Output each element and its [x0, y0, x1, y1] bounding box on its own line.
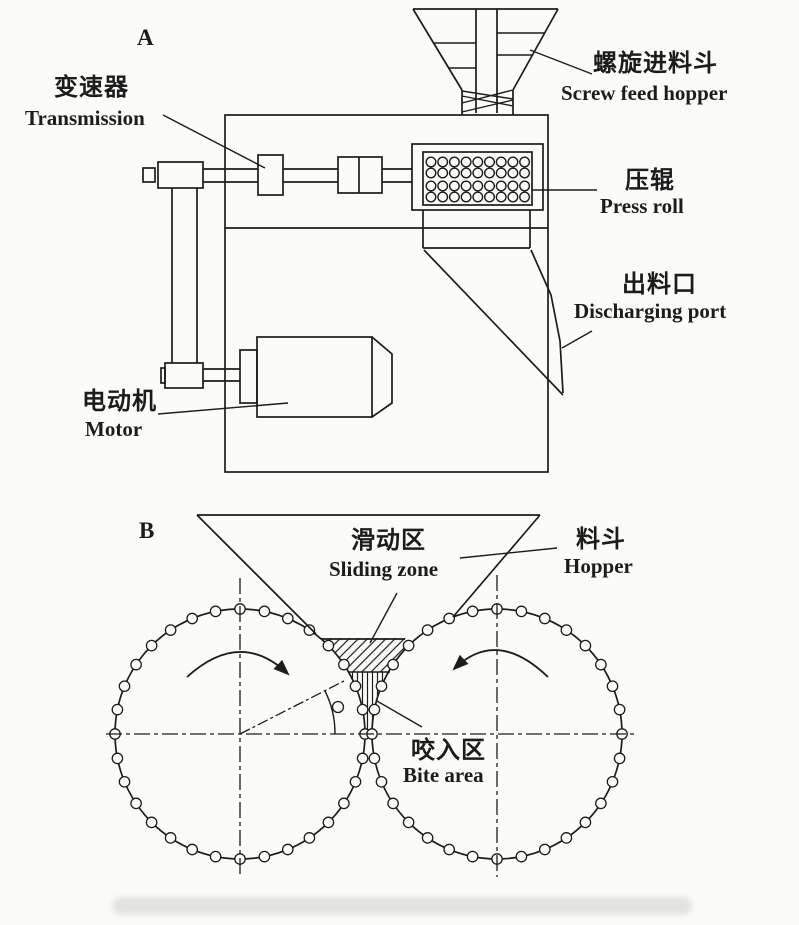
sliding-zone-leader [369, 592, 398, 644]
discharging-chute [423, 249, 564, 396]
screw-feed-hopper-shape [412, 8, 559, 115]
drive-belt [171, 188, 198, 363]
hopper-leader [459, 547, 558, 559]
motor-fan-cover [371, 336, 393, 418]
figure-b-roll-nip-schematic [106, 514, 636, 877]
screw-feed-hopper-label-zh: 螺旋进料斗 [593, 51, 718, 77]
transmission-label-en: Transmission [25, 106, 145, 130]
press-roll-shape [411, 143, 544, 249]
hopper-label-en: Hopper [564, 554, 633, 578]
transmission-box [257, 154, 284, 196]
particle-circle [331, 700, 345, 714]
scan-smudge [112, 897, 692, 915]
bite-area-leader [376, 700, 423, 728]
motor-body [256, 336, 373, 418]
discharging-port-label-en: Discharging port [574, 299, 727, 323]
center-lines [106, 575, 636, 877]
coupling [337, 156, 383, 194]
press-roll-pockets [425, 156, 531, 203]
discharging-port-label-zh: 出料口 [622, 272, 697, 298]
figure-b-leader-lines [369, 547, 558, 728]
discharging-leader [561, 330, 593, 349]
bite-area-label-zh: 咬入区 [411, 738, 486, 764]
shaft-lines [203, 168, 412, 183]
transmission-leader [162, 114, 266, 169]
hopper-shape [196, 514, 541, 635]
lower-pulley-cap [160, 367, 166, 384]
screw-flights [461, 89, 514, 113]
drive-shaft-assembly [142, 154, 412, 196]
transmission-label-zh: 变速器 [54, 75, 129, 101]
right-roll-teeth [366, 603, 628, 865]
press-roll-label-en: Press roll [600, 194, 684, 218]
figure-a-leader-lines [157, 49, 597, 415]
press-roll-label-zh: 压辊 [625, 168, 675, 194]
bite-area-label-en: Bite area [403, 763, 484, 787]
figure-a-letter: A [137, 25, 154, 50]
motor-label-zh: 电动机 [82, 389, 157, 415]
motor-flange [239, 349, 258, 404]
shaft-end-cap [142, 167, 156, 183]
motor-shaft [203, 368, 240, 382]
right-roll-rotation-arrow [452, 649, 549, 678]
left-roll-teeth [109, 603, 371, 865]
belt-and-motor [160, 188, 393, 418]
upper-belt-pulley [157, 161, 204, 189]
hopper-label-zh: 料斗 [576, 527, 626, 553]
figure-a-roller-press-machine [142, 8, 597, 473]
screw-feed-hopper-label-en: Screw feed hopper [561, 81, 728, 105]
sliding-zone-label-zh: 滑动区 [351, 528, 426, 554]
machine-body [224, 114, 549, 473]
figure-b-letter: B [139, 518, 155, 543]
screw-hopper-leader [529, 49, 593, 75]
motor-leader [157, 402, 289, 415]
lower-belt-pulley [164, 362, 204, 389]
sliding-zone-label-en: Sliding zone [329, 557, 439, 581]
left-roll-rotation-arrow [186, 651, 290, 678]
nip-angle-arc [324, 690, 336, 735]
motor-label-en: Motor [85, 417, 143, 441]
